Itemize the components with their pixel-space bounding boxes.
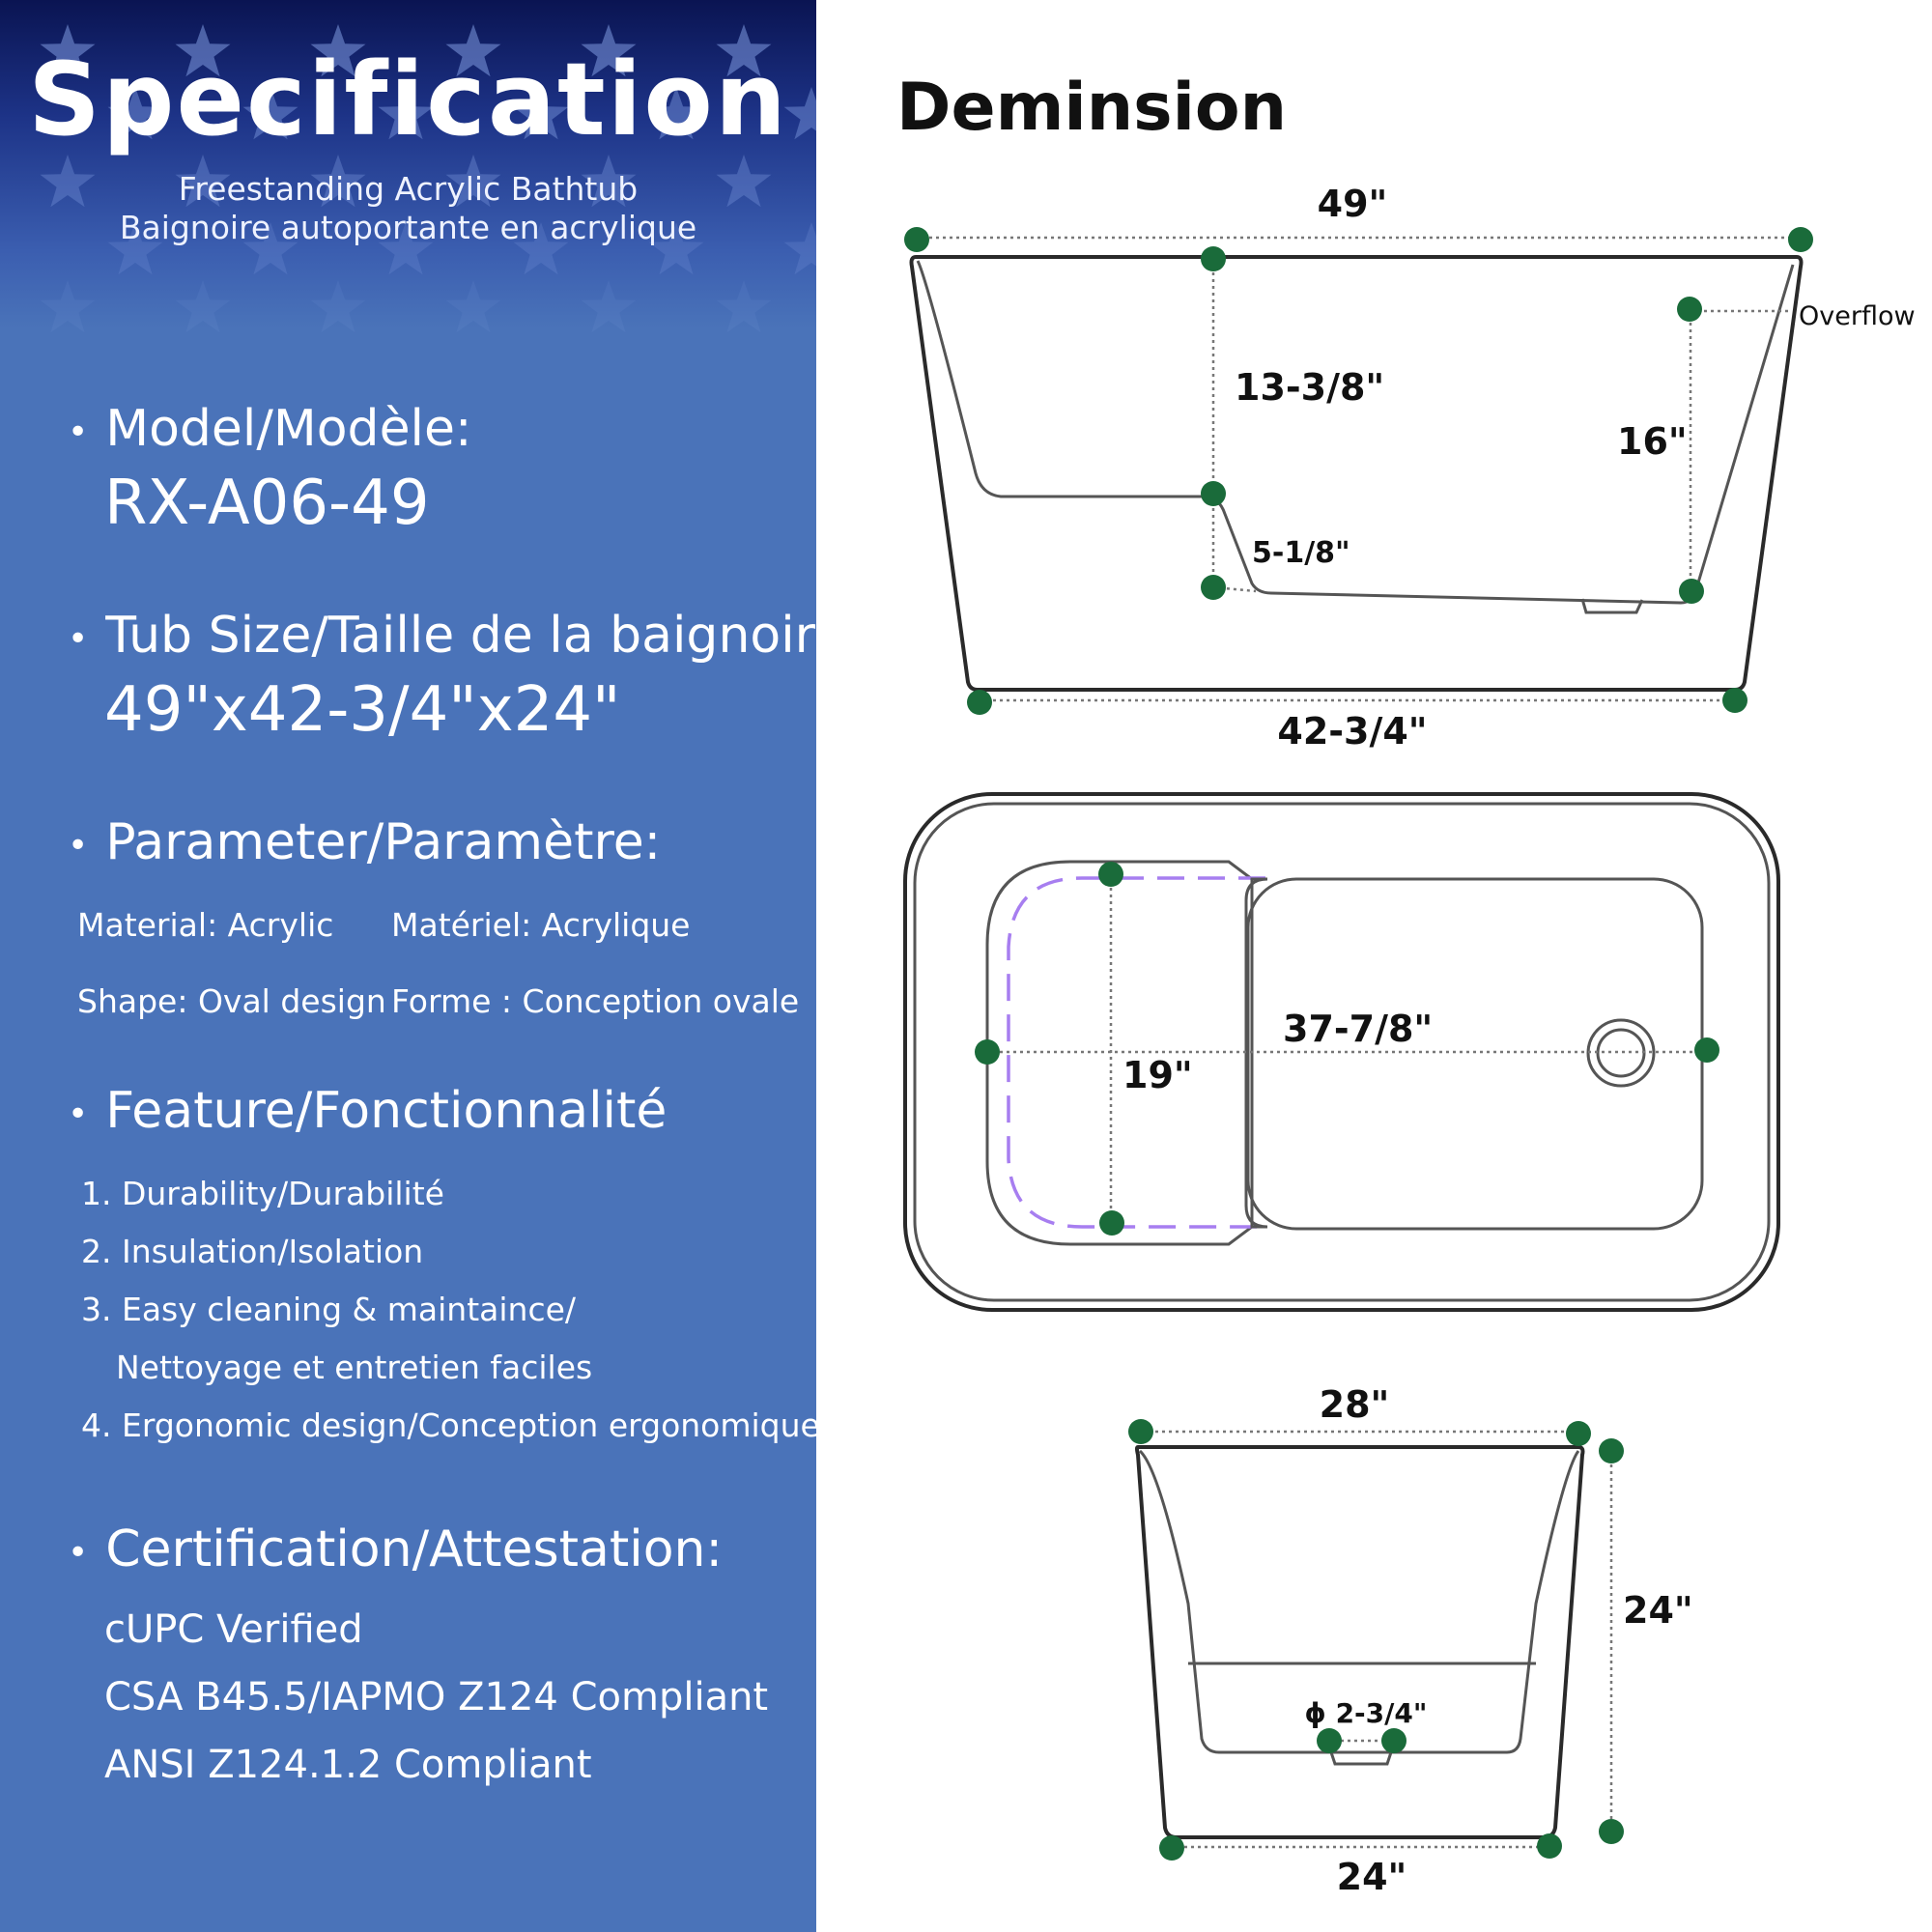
star-icon — [445, 24, 501, 77]
size-label: Tub Size/Taille de la baignoire: — [105, 607, 816, 665]
star-icon — [378, 87, 434, 140]
star-icon — [310, 155, 366, 208]
feature-item: 1. Durability/Durabilité — [81, 1175, 444, 1212]
bullet-icon: • — [68, 1094, 89, 1134]
parameter-heading: • Parameter/Paramètre: — [68, 813, 661, 871]
feature-heading: • Feature/Fonctionnalité — [68, 1082, 667, 1140]
param-shape-en: Shape: Oval design — [77, 982, 386, 1020]
spec-subtitle-fr: Baignoire autoportante en acrylique — [119, 209, 697, 246]
star-icon — [40, 155, 96, 208]
star-icon — [716, 280, 772, 333]
feature-item: 4. Ergonomic design/Conception ergonomiq… — [81, 1406, 816, 1444]
certification-heading: • Certification/Attestation: — [68, 1520, 723, 1578]
star-icon — [40, 280, 96, 333]
star-icon — [783, 222, 816, 275]
model-value: RX-A06-49 — [104, 468, 430, 539]
star-icon — [310, 280, 366, 333]
specification-panel: Specification Freestanding Acrylic Batht… — [0, 0, 816, 1932]
bullet-icon: • — [68, 1532, 89, 1573]
feature-label: Feature/Fonctionnalité — [105, 1082, 668, 1140]
size-value: 49"x42-3/4"x24" — [104, 674, 621, 746]
star-icon — [107, 87, 163, 140]
bullet-icon: • — [68, 825, 89, 866]
star-icon — [513, 222, 569, 275]
size-heading: • Tub Size/Taille de la baignoire: — [68, 607, 816, 665]
star-icon — [445, 155, 501, 208]
feature-item: Nettoyage et entretien faciles — [116, 1349, 593, 1386]
star-pattern-background — [40, 24, 816, 333]
param-material-fr: Matériel: Acrylique — [391, 906, 691, 944]
star-icon — [716, 24, 772, 77]
star-icon — [581, 280, 637, 333]
spec-subtitle-en: Freestanding Acrylic Bathtub — [178, 170, 639, 208]
star-icon — [648, 222, 704, 275]
certification-item: ANSI Z124.1.2 Compliant — [104, 1743, 592, 1787]
star-icon — [242, 87, 298, 140]
certification-item: CSA B45.5/IAPMO Z124 Compliant — [104, 1675, 769, 1719]
spec-title: Specification — [28, 41, 788, 158]
dimension-panel — [816, 0, 1932, 1932]
star-icon — [783, 87, 816, 140]
parameter-label: Parameter/Paramètre: — [105, 813, 662, 871]
star-icon — [513, 87, 569, 140]
feature-item: 3. Easy cleaning & maintaince/ — [81, 1291, 577, 1328]
star-icon — [242, 222, 298, 275]
star-icon — [445, 280, 501, 333]
star-icon — [175, 24, 231, 77]
certification-item: cUPC Verified — [104, 1607, 363, 1652]
star-icon — [310, 24, 366, 77]
model-heading: • Model/Modèle: — [68, 400, 472, 458]
feature-item: 2. Insulation/Isolation — [81, 1233, 424, 1270]
certification-label: Certification/Attestation: — [105, 1520, 723, 1578]
param-shape-fr: Forme : Conception ovale — [391, 982, 800, 1020]
star-icon — [581, 24, 637, 77]
star-icon — [716, 155, 772, 208]
star-icon — [40, 24, 96, 77]
dimension-title: Deminsion — [896, 70, 1288, 146]
star-icon — [581, 155, 637, 208]
star-icon — [175, 280, 231, 333]
star-icon — [175, 155, 231, 208]
bullet-icon: • — [68, 412, 89, 452]
star-icon — [107, 222, 163, 275]
param-material-en: Material: Acrylic — [77, 906, 334, 944]
model-label: Model/Modèle: — [105, 400, 472, 458]
bullet-icon: • — [68, 618, 89, 659]
star-icon — [378, 222, 434, 275]
star-icon — [648, 87, 704, 140]
